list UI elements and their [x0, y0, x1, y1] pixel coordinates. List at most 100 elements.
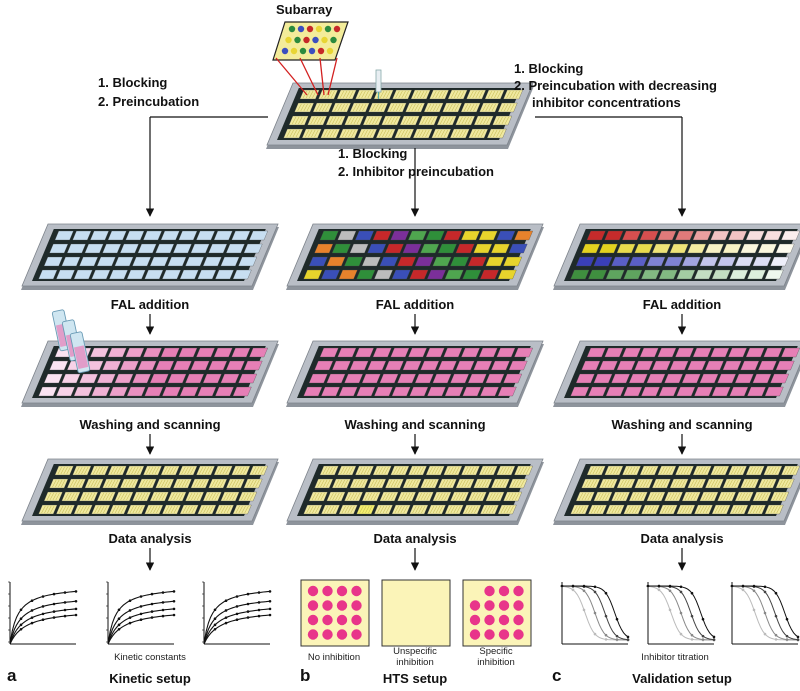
spot-stripe	[630, 466, 636, 475]
array-spot	[231, 230, 251, 241]
array-spot	[397, 491, 417, 502]
array-spot	[114, 491, 134, 502]
spot-stripe	[425, 129, 430, 138]
spot-stripe	[63, 466, 68, 475]
spot-stripe	[637, 479, 642, 488]
spot-stripe	[491, 505, 497, 514]
array-spot	[770, 256, 790, 267]
spot-stripe	[246, 492, 252, 501]
spot-stripe	[775, 466, 780, 475]
panel-title-b: HTS setup	[382, 671, 448, 686]
spot-stripe	[738, 505, 743, 514]
array-spot	[355, 89, 375, 100]
array-spot	[722, 478, 742, 489]
array-spot	[325, 115, 346, 126]
spot-stripe	[429, 103, 435, 112]
array-spot	[710, 230, 730, 241]
titration-plot-1	[560, 582, 630, 645]
spot-stripe	[408, 103, 413, 112]
panel-letter-c: c	[552, 666, 562, 685]
slide-b-fal	[286, 340, 544, 407]
spot-stripe	[748, 466, 753, 475]
data-point	[774, 638, 778, 641]
array-spot	[143, 347, 162, 358]
spot-stripe	[737, 492, 743, 501]
spot-stripe	[610, 466, 615, 475]
array-spot	[734, 373, 754, 384]
slide-body	[277, 88, 521, 140]
array-spot	[72, 230, 92, 241]
washing-label-b: Washing and scanning	[344, 417, 486, 432]
array-spot	[43, 256, 63, 267]
data-point	[235, 612, 239, 616]
array-spot	[321, 504, 340, 515]
spot-stripe	[466, 466, 472, 475]
spot-stripe	[345, 129, 350, 138]
spot-stripe	[450, 90, 456, 99]
array-spot	[443, 230, 463, 241]
spot-stripe	[166, 479, 172, 488]
spot-stripe	[193, 479, 198, 488]
spot-stripe	[129, 505, 134, 514]
spot-stripe	[466, 103, 472, 112]
array-spot	[628, 491, 648, 502]
spot-stripe	[472, 90, 477, 99]
array-spot	[73, 504, 93, 515]
spot-stripe	[487, 90, 493, 99]
data-point	[224, 609, 228, 612]
spot-stripe	[525, 466, 531, 475]
spot-stripe	[335, 492, 340, 501]
spot-stripe	[781, 479, 786, 488]
array-spot	[611, 491, 631, 502]
array-spot	[497, 504, 517, 515]
array-spot	[468, 128, 489, 139]
subarray-inset	[272, 21, 349, 96]
data-point	[604, 638, 608, 641]
spot-stripe	[164, 505, 170, 514]
spot-stripe	[406, 129, 412, 138]
spot-stripe	[229, 492, 234, 501]
spot-stripe	[672, 479, 677, 488]
array-spot	[681, 491, 701, 502]
array-spot	[178, 347, 198, 358]
spot-stripe	[708, 492, 713, 501]
spot-stripe	[778, 492, 784, 501]
spot-stripe	[734, 479, 739, 488]
slide-b-scanned	[286, 458, 544, 525]
spot-stripe	[698, 479, 704, 488]
spot-stripe	[412, 505, 417, 514]
data-point	[690, 614, 694, 618]
spot-stripe	[469, 90, 474, 99]
data-point	[774, 614, 778, 618]
spot-stripe	[657, 479, 663, 488]
kinetic-curve	[9, 590, 77, 645]
spot-stripe	[476, 492, 481, 501]
spot-stripe	[514, 479, 519, 488]
array-spot	[414, 256, 434, 267]
spot-stripe	[625, 479, 630, 488]
spot-stripe	[359, 103, 364, 112]
spot-stripe	[484, 466, 489, 475]
array-spot	[202, 256, 222, 267]
array-spot	[331, 360, 351, 371]
array-spot	[144, 504, 164, 515]
spot-stripe	[757, 466, 762, 475]
data-point	[785, 617, 789, 621]
data-point	[30, 616, 34, 619]
array-spot	[172, 243, 192, 254]
subarray-spot	[317, 47, 325, 55]
spot-stripe	[102, 492, 107, 501]
spot-stripe	[468, 505, 473, 514]
array-spot	[704, 360, 724, 371]
spot-stripe	[452, 129, 458, 138]
array-spot	[167, 491, 187, 502]
hts-spot	[322, 600, 333, 611]
spot-stripe	[322, 466, 327, 475]
spot-stripe	[187, 466, 192, 475]
spot-stripe	[223, 505, 229, 514]
array-spot	[109, 386, 128, 397]
spot-stripe	[448, 103, 453, 112]
array-spot	[480, 504, 499, 515]
spot-stripe	[155, 492, 160, 501]
hts-well	[381, 579, 451, 647]
